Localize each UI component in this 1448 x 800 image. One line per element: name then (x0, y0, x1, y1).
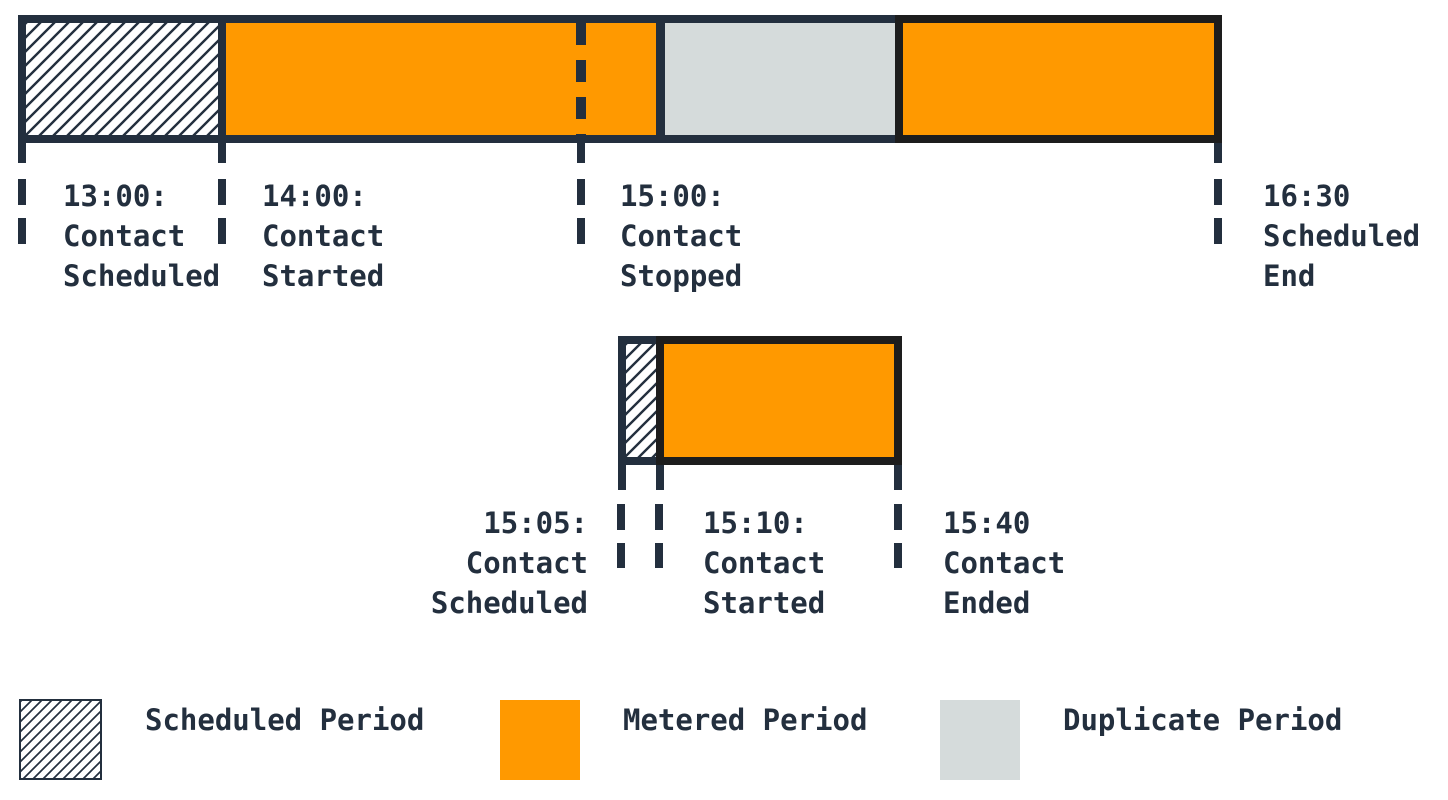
legend-swatch-scheduled-period (19, 699, 102, 780)
event-label-contact-ended-15-40: 15:40 Contact Ended (943, 506, 1066, 620)
contact-stopped-dashed-line (576, 23, 586, 135)
tick-13-00 (18, 143, 26, 163)
segment-divider (656, 23, 665, 135)
lower-metered-box (656, 336, 902, 465)
tick-15-05 (618, 465, 626, 490)
tick-15-00 (577, 143, 585, 163)
segment-divider (218, 23, 226, 135)
tick-dashes-15-00 (577, 179, 585, 244)
tick-16-30 (1214, 143, 1222, 163)
event-label-contact-scheduled-15-05: 15:05: Contact Scheduled (430, 506, 588, 620)
upper-second-metered-box (895, 15, 1222, 143)
tick-15-40 (894, 465, 902, 490)
hatch-pattern (626, 344, 657, 457)
legend-swatch-duplicate-period (940, 700, 1020, 780)
tick-dashes-15-05 (617, 504, 625, 568)
event-label-contact-started-14-00: 14:00: Contact Started (262, 179, 385, 293)
tick-dashes-16-30 (1214, 179, 1222, 244)
event-label-contact-scheduled-13-00: 13:00: Contact Scheduled (63, 179, 221, 293)
event-label-contact-stopped-15-00: 15:00: Contact Stopped (620, 179, 743, 293)
tick-15-10 (656, 465, 664, 490)
hatch-pattern (21, 701, 100, 778)
tick-dashes-15-40 (894, 504, 902, 568)
tick-dashes-14-00 (218, 179, 226, 244)
tick-dashes-15-10 (655, 504, 663, 568)
upper-metered-period-segment (226, 23, 656, 135)
event-label-contact-started-15-10: 15:10: Contact Started (703, 506, 826, 620)
lower-scheduled-period-segment (626, 344, 657, 457)
legend-swatch-metered-period (500, 700, 580, 780)
legend-label-duplicate-period: Duplicate Period (1063, 703, 1343, 737)
tick-14-00 (218, 143, 226, 163)
duplicate-period-segment (665, 23, 895, 135)
hatch-pattern (26, 23, 218, 135)
legend-label-metered-period: Metered Period (623, 703, 868, 737)
tick-dashes-13-00 (18, 179, 26, 244)
upper-scheduled-period-segment (26, 23, 218, 135)
legend-label-scheduled-period: Scheduled Period (145, 703, 425, 737)
event-label-scheduled-end-16-30: 16:30 Scheduled End (1263, 179, 1421, 293)
